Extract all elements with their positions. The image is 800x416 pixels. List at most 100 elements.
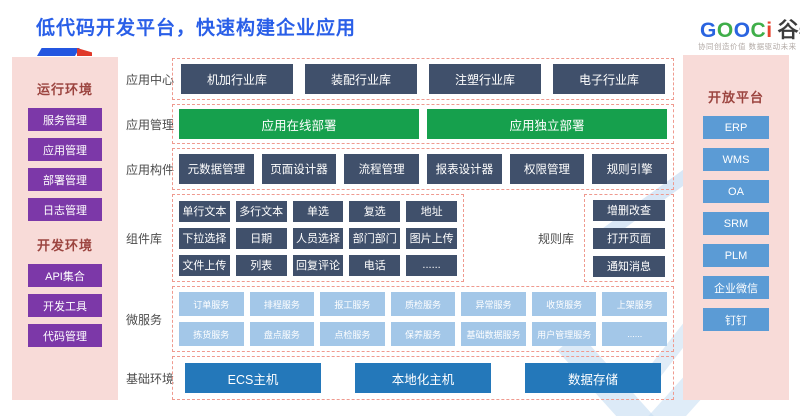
row-label-base-env: 基础环境 <box>126 371 175 386</box>
open-platform-block: SRM <box>703 212 769 235</box>
logo-letter: C <box>750 19 767 42</box>
widget-block: ...... <box>406 254 457 276</box>
open-platform-block: OA <box>703 180 769 203</box>
widget-block: 文件上传 <box>179 254 230 276</box>
microservice-block: 拣货服务 <box>179 322 244 346</box>
industry-lib-block: 注塑行业库 <box>429 64 541 94</box>
widget-block: 人员选择 <box>292 227 344 249</box>
widget-block: 多行文本 <box>235 200 287 222</box>
microservice-block: 基础数据服务 <box>461 322 526 346</box>
industry-lib-block: 机加行业库 <box>181 64 293 94</box>
open-platform-block: 钉钉 <box>703 308 769 331</box>
component-block: 流程管理 <box>344 154 420 184</box>
open-platform-block: ERP <box>703 116 769 139</box>
app-mgmt-box: 应用在线部署应用独立部署 <box>172 104 674 144</box>
rule-block: 打开页面 <box>593 227 665 249</box>
microservice-block: 收货服务 <box>531 292 597 316</box>
runtime-env-panel: 运行环境 服务管理应用管理部署管理日志管理 开发环境 API集合开发工具代码管理 <box>12 57 118 400</box>
dev-env-items: API集合开发工具代码管理 <box>12 264 118 347</box>
logo-letter: O <box>733 19 751 42</box>
dev-env-block: API集合 <box>28 264 102 287</box>
panel-title-open-platform: 开放平台 <box>707 90 764 105</box>
row-microservices: 微服务 订单服务排程服务报工服务质检服务异常服务收货服务上架服务拣货服务盘点服务… <box>126 286 674 352</box>
open-platform-items: ERP WMS OA SRM PLM 企业微信钉钉 <box>683 116 789 331</box>
widget-block: 日期 <box>235 227 287 249</box>
runtime-env-block: 服务管理 <box>28 108 102 131</box>
microservice-block: 报工服务 <box>320 292 385 316</box>
panel-title-dev-env: 开发环境 <box>36 238 93 253</box>
microservice-block: 盘点服务 <box>249 322 315 346</box>
row-app-mgmt: 应用管理 应用在线部署应用独立部署 <box>126 104 674 144</box>
component-block: 权限管理 <box>509 154 585 184</box>
widget-block: 回复评论 <box>292 254 344 276</box>
microservice-block: 用户管理服务 <box>531 322 597 346</box>
row-label-rule-lib: 规则库 <box>537 231 574 246</box>
widget-lib-box: 单行文本多行文本单选复选地址下拉选择日期人员选择部门部门图片上传文件上传列表回复… <box>172 194 464 282</box>
rule-block: 增删改查 <box>593 199 665 221</box>
row-app-components: 应用构件 元数据管理页面设计器流程管理报表设计器权限管理规则引擎 <box>126 148 674 190</box>
row-label-widget-lib: 组件库 <box>126 231 163 246</box>
deploy-block: 应用在线部署 <box>179 109 419 139</box>
page-title: 低代码开发平台，快速构建企业应用 <box>36 18 357 39</box>
dev-env-block: 开发工具 <box>28 294 102 317</box>
logo-letter: G <box>700 19 717 42</box>
logo-letter: i <box>766 19 773 42</box>
logo: GOOCi谷器 <box>700 14 800 44</box>
infrastructure-block: ECS主机 <box>185 363 321 393</box>
deploy-block: 应用独立部署 <box>427 109 667 139</box>
row-label-app-center: 应用中心 <box>126 72 175 87</box>
open-platform-block: 企业微信 <box>703 276 769 299</box>
flag-blue-bar <box>37 48 80 56</box>
runtime-env-block: 应用管理 <box>28 138 102 161</box>
spacer <box>464 194 528 282</box>
widget-block: 电话 <box>349 254 401 276</box>
row-label-app-mgmt: 应用管理 <box>126 117 175 132</box>
rule-lib-box: 增删改查打开页面通知消息 <box>584 194 674 282</box>
widget-block: 复选 <box>349 200 401 222</box>
runtime-env-block: 日志管理 <box>28 198 102 221</box>
row-label-app-components: 应用构件 <box>126 162 175 177</box>
microservice-block: 点检服务 <box>320 322 385 346</box>
base-env-box: ECS主机本地化主机数据存储 <box>172 356 674 400</box>
microservice-block: 异常服务 <box>461 292 526 316</box>
microservice-block: ...... <box>602 322 667 346</box>
runtime-env-items: 服务管理应用管理部署管理日志管理 <box>12 108 118 221</box>
microservice-block: 订单服务 <box>179 292 244 316</box>
open-platform-block: PLM <box>703 244 769 267</box>
widget-block: 列表 <box>235 254 287 276</box>
title-underline-decoration <box>37 48 92 56</box>
widget-block: 单行文本 <box>179 200 230 222</box>
logo-text-cjk: 谷器 <box>777 19 800 42</box>
industry-lib-block: 装配行业库 <box>305 64 417 94</box>
row-base-env: 基础环境 ECS主机本地化主机数据存储 <box>126 356 674 400</box>
microservice-block: 排程服务 <box>249 292 315 316</box>
row-label-microservices: 微服务 <box>126 312 163 327</box>
industry-lib-block: 电子行业库 <box>553 64 665 94</box>
row-widget-and-rules: 组件库 单行文本多行文本单选复选地址下拉选择日期人员选择部门部门图片上传文件上传… <box>126 194 674 282</box>
diagram-main: 应用中心 机加行业库装配行业库注塑行业库电子行业库 应用管理 应用在线部署应用独… <box>126 58 674 400</box>
infrastructure-block: 本地化主机 <box>355 363 491 393</box>
open-platform-panel: 开放平台 ERP WMS OA SRM PLM 企业微信钉钉 <box>683 55 789 400</box>
widget-block: 地址 <box>406 200 457 222</box>
dev-env-block: 代码管理 <box>28 324 102 347</box>
runtime-env-block: 部署管理 <box>28 168 102 191</box>
widget-block: 单选 <box>292 200 344 222</box>
app-components-box: 元数据管理页面设计器流程管理报表设计器权限管理规则引擎 <box>172 148 674 190</box>
widget-block: 下拉选择 <box>179 227 230 249</box>
component-block: 元数据管理 <box>179 154 254 184</box>
microservice-block: 上架服务 <box>602 292 667 316</box>
flag-red-arrow <box>77 48 92 56</box>
component-block: 规则引擎 <box>592 154 668 184</box>
microservice-block: 保养服务 <box>390 322 456 346</box>
logo-letter: O <box>716 19 734 42</box>
widget-block: 图片上传 <box>406 227 457 249</box>
open-platform-block: WMS <box>703 148 769 171</box>
component-block: 报表设计器 <box>427 154 502 184</box>
microservices-box: 订单服务排程服务报工服务质检服务异常服务收货服务上架服务拣货服务盘点服务点检服务… <box>172 286 674 352</box>
component-block: 页面设计器 <box>261 154 337 184</box>
panel-title-runtime-env: 运行环境 <box>36 82 93 97</box>
app-center-box: 机加行业库装配行业库注塑行业库电子行业库 <box>172 58 674 100</box>
rule-block: 通知消息 <box>593 255 665 277</box>
microservice-block: 质检服务 <box>390 292 456 316</box>
